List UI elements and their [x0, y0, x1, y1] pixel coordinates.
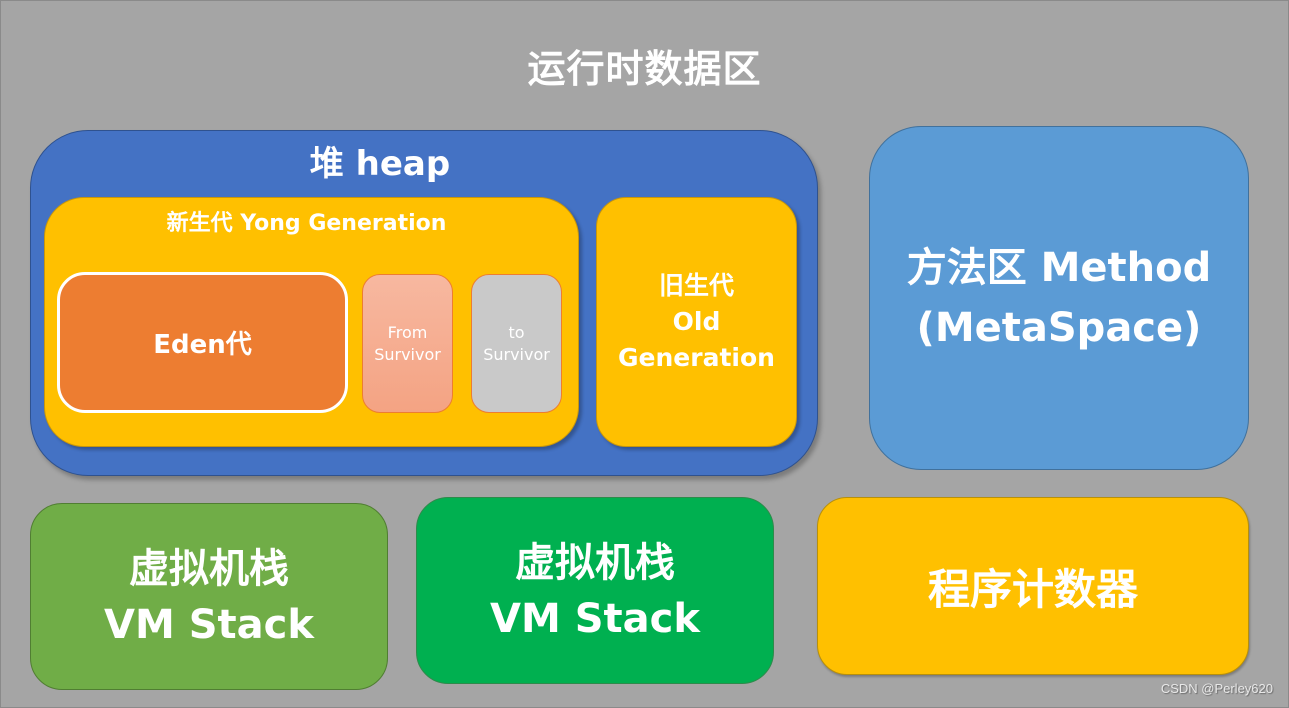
eden-label: Eden代 — [153, 330, 252, 360]
vm-stack-2-label-line2: VM Stack — [490, 595, 700, 642]
watermark: CSDN @Perley620 — [1160, 681, 1273, 696]
to-survivor-label-line1: to — [508, 322, 525, 342]
method-area-label-line2: (MetaSpace) — [916, 305, 1202, 351]
old-generation-label-line2: Old — [672, 307, 721, 336]
eden-space: Eden代 — [57, 272, 348, 413]
diagram-title: 运行时数据区 — [527, 47, 762, 91]
method-area: 方法区 Method (MetaSpace) — [869, 126, 1249, 470]
young-generation-title: 新生代 Yong Generation — [166, 211, 447, 236]
vm-stack-1-label-line2: VM Stack — [104, 601, 314, 648]
program-counter: 程序计数器 — [817, 497, 1249, 675]
vm-stack-1-label-line1: 虚拟机栈 — [129, 545, 289, 592]
from-survivor-label-line2: Survivor — [374, 344, 441, 364]
from-survivor-label-line1: From — [387, 322, 428, 342]
old-generation-label-line3: Generation — [618, 343, 775, 372]
vm-stack-1: 虚拟机栈 VM Stack — [30, 503, 388, 690]
to-survivor-label-line2: Survivor — [483, 344, 550, 364]
heap-title: 堆 heap — [309, 144, 451, 184]
to-survivor-space: to Survivor — [471, 274, 562, 413]
from-survivor-space: From Survivor — [362, 274, 453, 413]
old-generation-region: 旧生代 Old Generation — [596, 197, 797, 447]
vm-stack-2-label-line1: 虚拟机栈 — [515, 539, 675, 586]
program-counter-label: 程序计数器 — [927, 564, 1138, 614]
vm-stack-2: 虚拟机栈 VM Stack — [416, 497, 774, 684]
old-generation-label-line1: 旧生代 — [658, 271, 734, 300]
method-area-label-line1: 方法区 Method — [906, 245, 1212, 291]
